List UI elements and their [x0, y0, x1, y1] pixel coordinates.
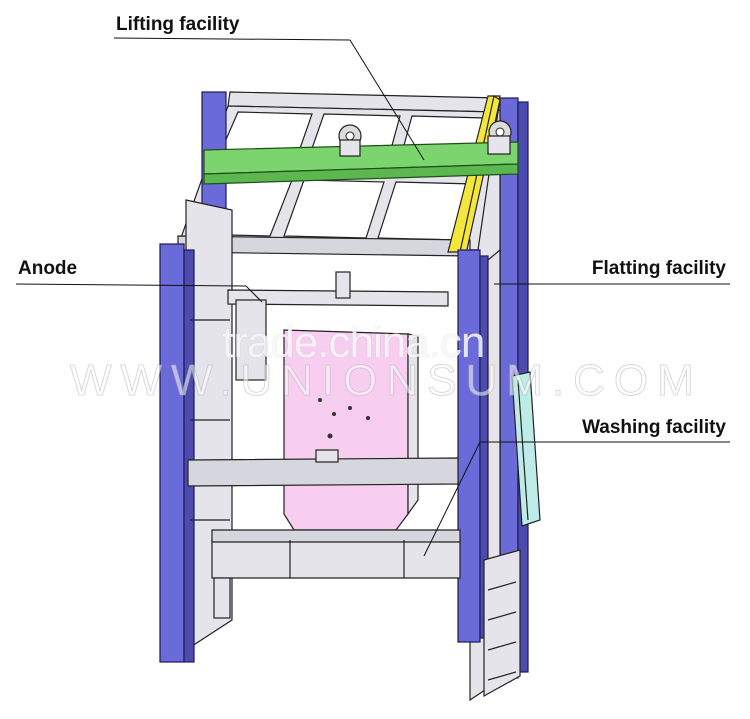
label-anode: Anode: [18, 258, 78, 279]
leader-lines: [15, 37, 730, 557]
cross-beam: [187, 449, 459, 487]
label-washing-facility: Washing facility: [582, 417, 726, 438]
leader-washing-arrow: [423, 441, 481, 557]
anode-assembly: [227, 271, 449, 531]
flatting-box: [211, 529, 461, 619]
label-flatting-facility: Flatting facility: [591, 258, 726, 279]
leader-lifting-arrow: [349, 39, 425, 161]
side-ladder: [483, 549, 521, 698]
label-lifting-facility: Lifting facility: [116, 14, 240, 35]
washing-tube: [511, 371, 541, 527]
leader-anode-arrow: [245, 285, 263, 303]
leader-anode: [15, 283, 247, 287]
lifting-beam: [203, 120, 519, 185]
leader-lifting: [113, 37, 351, 41]
